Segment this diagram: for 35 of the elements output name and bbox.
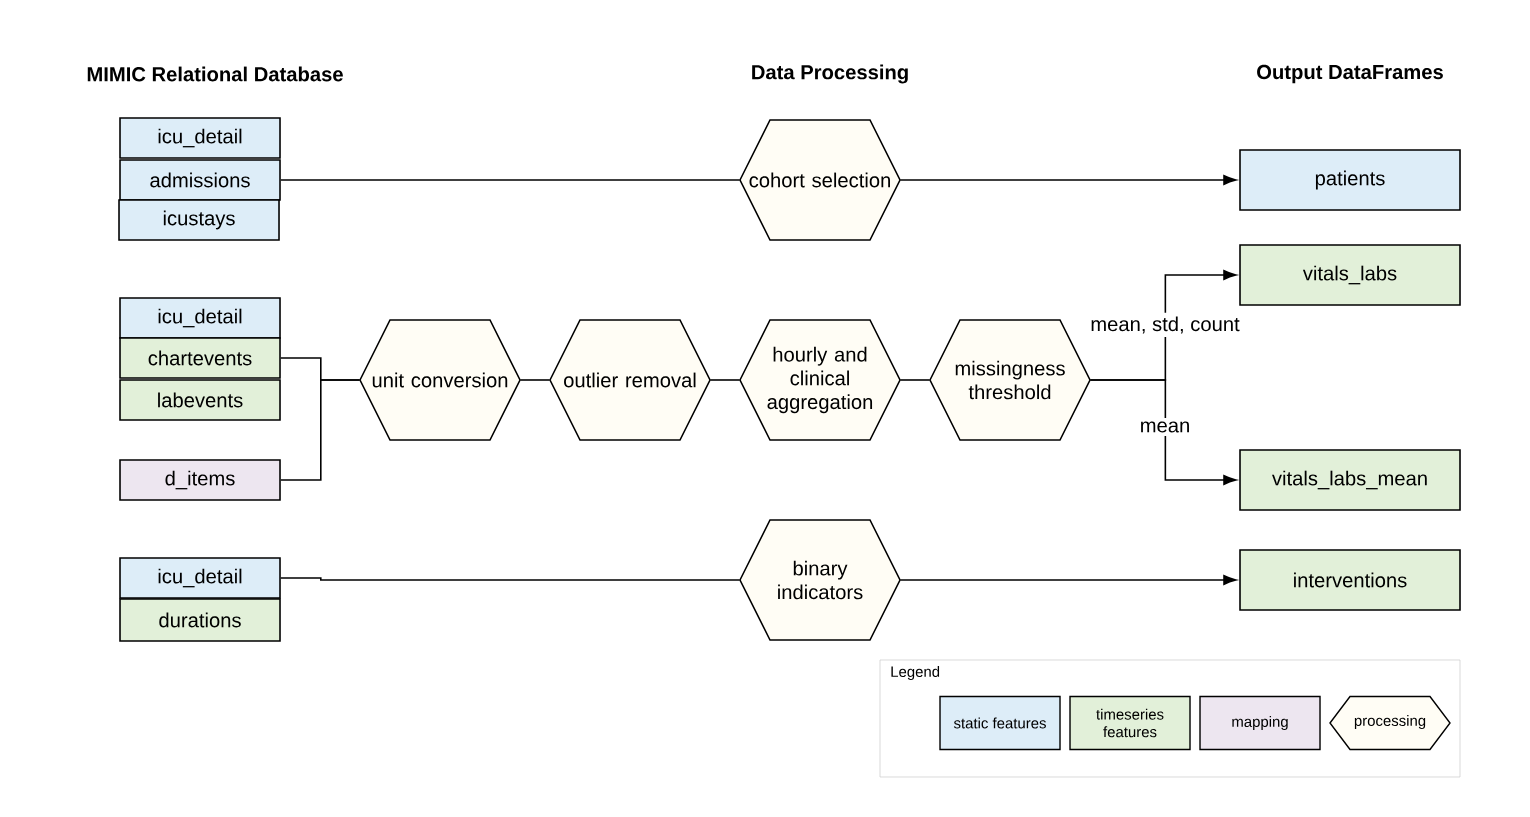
table-box: durations [119,598,281,642]
table-box: admissions [119,159,281,201]
process-hexagon: unit conversion [359,319,521,441]
legend-hexagon: processing [1329,695,1451,751]
table-box: icustays [118,199,280,241]
process-hexagon: missingness threshold [929,319,1091,441]
process-hexagon: cohort selection [739,119,901,241]
table-box: icu_detail [119,297,281,339]
column-heading: Data Processing [752,64,908,84]
table-box: icu_detail [119,117,281,159]
connector-line [709,379,741,381]
arrow [1089,379,1237,485]
table-box: d_items [119,459,281,501]
connector-line [280,179,741,181]
table-box: interventions [1239,549,1461,611]
legend-title: Legend [891,666,940,680]
column-heading: MIMIC Relational Database [87,66,343,82]
arrow [899,175,1237,185]
table-box: vitals_labs_mean [1239,449,1461,511]
process-hexagon: binary indicators [739,519,901,641]
connector-line [899,379,931,381]
process-hexagon: hourly and clinical aggregation [739,319,901,441]
connector-line [280,379,361,481]
table-box: chartevents [119,337,281,379]
connector-line [519,379,551,381]
table-box: icu_detail [119,557,281,599]
arrow [899,575,1237,585]
edge-label: mean [1136,417,1194,437]
table-box: labevents [119,379,281,421]
table-box: vitals_labs [1239,244,1461,306]
edge-label: mean, std, count [1086,312,1244,338]
connector-line [280,577,741,581]
table-box: patients [1239,149,1461,211]
column-heading: Output DataFrames [1257,64,1443,84]
process-hexagon: outlier removal [549,319,711,441]
